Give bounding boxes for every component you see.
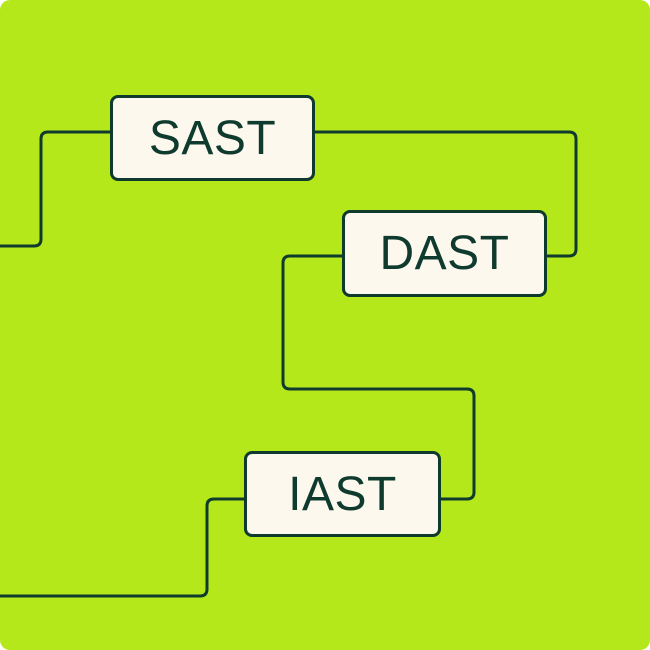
sast-node: SAST xyxy=(110,95,315,181)
dast-node: DAST xyxy=(342,210,547,297)
sast-node-label: SAST xyxy=(148,111,277,165)
connector-iast-to-exit xyxy=(0,497,244,598)
iast-node: IAST xyxy=(244,451,441,537)
connector-dast-to-iast xyxy=(281,254,476,501)
connector-entry-to-sast xyxy=(0,130,110,248)
dast-node-label: DAST xyxy=(379,227,510,280)
iast-node-label: IAST xyxy=(288,467,397,521)
connector-sast-to-dast xyxy=(315,130,578,258)
